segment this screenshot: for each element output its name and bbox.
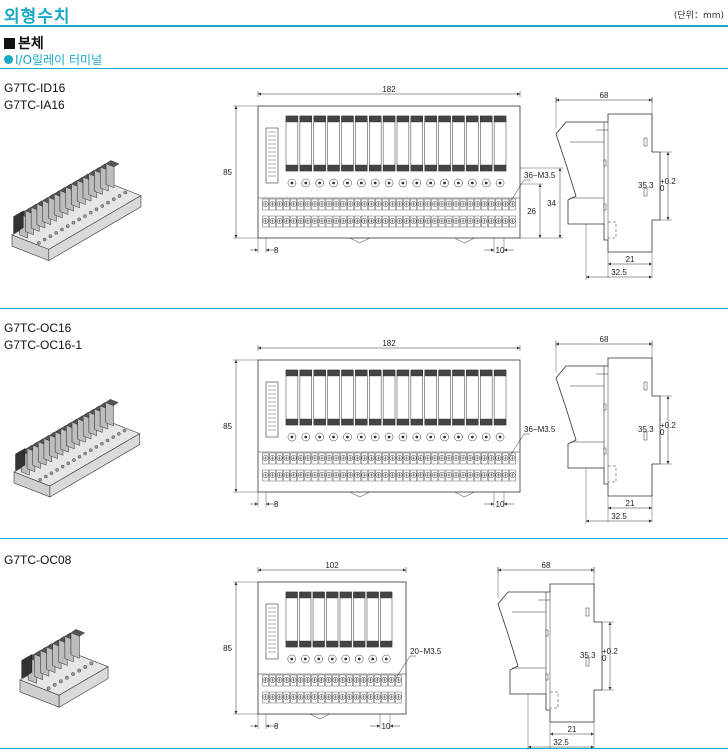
model-name-3a: G7TC-OC08 xyxy=(4,553,72,567)
pitch-dimension: 8 xyxy=(274,500,279,509)
terminal-callout: 36−M3.5 xyxy=(524,425,556,434)
rail-dimension: 35.3 xyxy=(638,181,654,190)
dim-32-5: 32.5 xyxy=(553,738,569,747)
model-name-1b: G7TC-IA16 xyxy=(4,98,65,112)
subtitle-rule xyxy=(0,68,728,69)
section-divider-1 xyxy=(0,308,728,309)
unit-note: (단위：mm) xyxy=(673,11,724,21)
pitch-dimension: 8 xyxy=(274,722,279,731)
terminal-callout: 36−M3.5 xyxy=(524,171,556,180)
width-dimension: 182 xyxy=(382,85,396,94)
dim-21: 21 xyxy=(568,725,577,734)
model-name-1a: G7TC-ID16 xyxy=(4,81,66,95)
section-divider-3 xyxy=(0,748,728,749)
page-title: 외형수치 xyxy=(4,7,71,27)
spacing-dimension: 10 xyxy=(496,246,505,255)
terminal-callout: 20−M3.5 xyxy=(410,647,442,656)
section-subheading: I/O릴레이 터미널 xyxy=(4,51,102,68)
section-heading: 본체 xyxy=(4,33,44,53)
height-dimension: 85 xyxy=(223,168,232,177)
square-bullet-icon xyxy=(4,38,15,49)
side-view-1: 68 35.3 +0.20 21 32.5 xyxy=(555,91,676,280)
dim-21: 21 xyxy=(626,255,635,264)
front-view-1: 182 85 8 10 36−M3.5 26 34 xyxy=(223,85,563,255)
pitch-dimension: 8 xyxy=(274,246,279,255)
spacing-dimension: 10 xyxy=(496,500,505,509)
width-dimension: 102 xyxy=(325,561,339,570)
side-width-dimension: 68 xyxy=(542,561,551,570)
dim-21: 21 xyxy=(626,499,635,508)
title-rule xyxy=(0,25,728,27)
side-view-2: 68 35.3 +0.20 21 32.5 xyxy=(555,335,676,524)
spacing-dimension: 10 xyxy=(382,722,391,731)
dim-32-5: 32.5 xyxy=(611,512,627,521)
rail-dimension: 35.3 xyxy=(638,425,654,434)
section-divider-2 xyxy=(0,538,728,539)
rail-tolerance-plus: +0.2 xyxy=(602,647,618,656)
rail-tolerance-plus: +0.2 xyxy=(660,177,676,186)
side-width-dimension: 68 xyxy=(600,91,609,100)
front-view-3: 102 85 8 10 20−M3.5 xyxy=(223,561,442,731)
circle-bullet-icon xyxy=(4,55,13,64)
rail-tolerance-minus: 0 xyxy=(660,428,665,437)
height-dimension: 85 xyxy=(223,644,232,653)
dim-26: 26 xyxy=(527,207,536,216)
section-subtitle: I/O릴레이 터미널 xyxy=(15,53,103,67)
product-photo-1 xyxy=(11,160,142,262)
model-name-2a: G7TC-OC16 xyxy=(4,321,72,335)
model-name-2b: G7TC-OC16-1 xyxy=(4,338,83,352)
width-dimension: 182 xyxy=(382,339,396,348)
side-view-3: 68 35.3 +0.20 21 32.5 xyxy=(497,561,618,750)
dim-34: 34 xyxy=(547,199,556,208)
dim-32-5: 32.5 xyxy=(611,268,627,277)
section-title: 본체 xyxy=(18,36,44,52)
rail-dimension: 35.3 xyxy=(580,651,596,660)
product-photo-2 xyxy=(13,398,141,498)
rail-tolerance-plus: +0.2 xyxy=(660,421,676,430)
rail-tolerance-minus: 0 xyxy=(602,654,607,663)
product-photo-3 xyxy=(19,628,109,708)
front-view-2: 182 85 8 10 36−M3.5 xyxy=(223,339,556,509)
height-dimension: 85 xyxy=(223,422,232,431)
rail-tolerance-minus: 0 xyxy=(660,184,665,193)
side-width-dimension: 68 xyxy=(600,335,609,344)
